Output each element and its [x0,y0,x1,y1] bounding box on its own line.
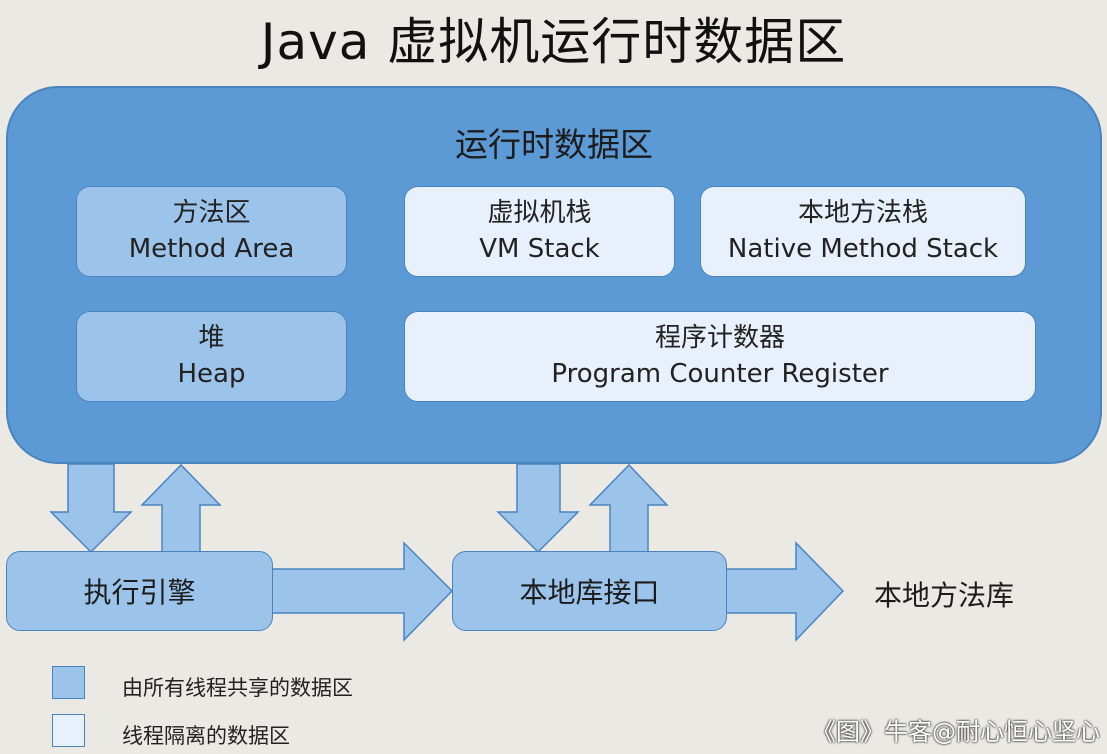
interface-to-library-arrow [725,541,845,642]
heap-box: 堆 Heap [76,311,347,402]
interface-down-arrow [496,463,580,554]
program-counter-en: Program Counter Register [551,358,889,389]
legend-shared-label: 由所有线程共享的数据区 [122,676,353,700]
diagram-title: Java 虚拟机运行时数据区 [260,13,847,71]
engine-to-interface-arrow [271,541,454,642]
vm-stack-cn: 虚拟机栈 [487,198,592,229]
method-area-box: 方法区 Method Area [76,186,347,277]
vm-stack-box: 虚拟机栈 VM Stack [404,186,675,277]
native-method-stack-en: Native Method Stack [727,233,999,264]
legend-isolated-swatch [52,714,85,747]
program-counter-box: 程序计数器 Program Counter Register [404,311,1036,402]
native-method-stack-box: 本地方法栈 Native Method Stack [700,186,1026,277]
native-interface-box: 本地库接口 [452,551,727,631]
native-interface-label: 本地库接口 [519,576,660,609]
method-area-cn: 方法区 [172,198,251,229]
program-counter-cn: 程序计数器 [654,323,785,354]
engine-up-arrow [140,463,222,553]
watermark: 《图》牛客@耐心恒心坚心 [812,718,1100,746]
heap-cn: 堆 [198,323,225,354]
execution-engine-box: 执行引擎 [6,551,273,631]
execution-engine-label: 执行引擎 [83,576,196,609]
interface-up-arrow [588,463,669,553]
legend-shared-swatch [52,666,85,699]
runtime-area-title: 运行时数据区 [455,125,653,164]
legend-isolated-label: 线程隔离的数据区 [122,724,290,748]
vm-stack-en: VM Stack [479,233,600,264]
native-method-stack-cn: 本地方法栈 [797,198,928,229]
engine-down-arrow [49,463,133,554]
heap-en: Heap [177,358,246,389]
method-area-en: Method Area [128,233,295,264]
native-library-label: 本地方法库 [874,579,1015,612]
